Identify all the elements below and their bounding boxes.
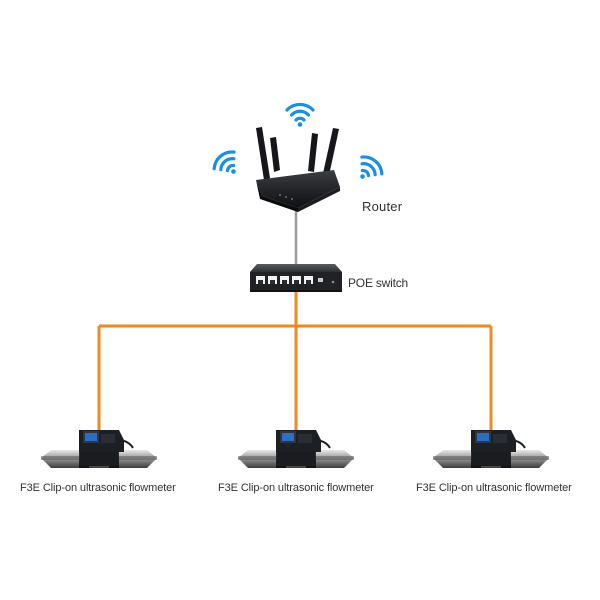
flowmeter-icon [238, 430, 354, 468]
router-label: Router [362, 199, 403, 214]
flowmeter-label: F3E Clip-on ultrasonic flowmeter [218, 482, 374, 494]
wifi-icon [360, 155, 384, 179]
flowmeter-icon [41, 430, 157, 468]
poe-cables [97, 292, 493, 432]
switch-label: POE switch [348, 276, 409, 290]
wifi-icon [285, 102, 315, 127]
flowmeter-label: F3E Clip-on ultrasonic flowmeter [20, 482, 176, 494]
router-icon [256, 127, 340, 212]
flowmeter-icon [433, 430, 549, 468]
switch-icon [250, 264, 342, 292]
flowmeter-label: F3E Clip-on ultrasonic flowmeter [416, 482, 572, 494]
wifi-icon [212, 150, 236, 174]
